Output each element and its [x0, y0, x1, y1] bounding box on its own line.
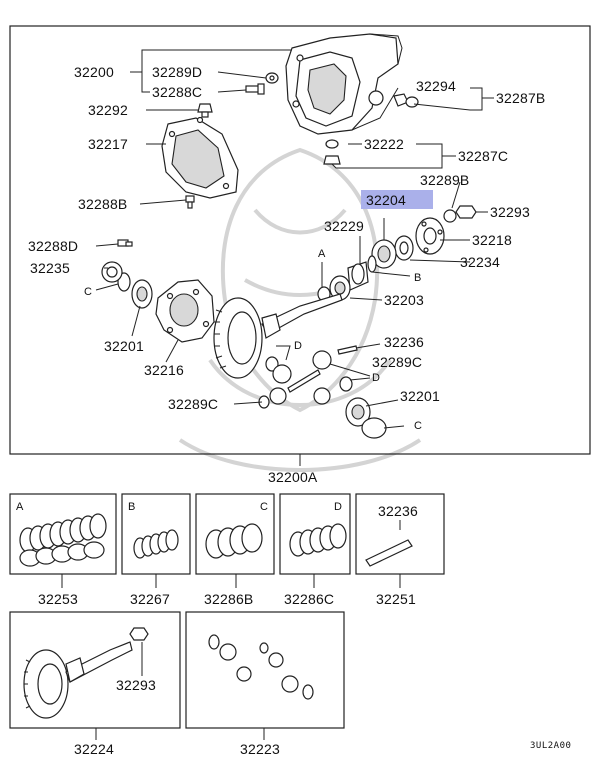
label-letter-C-left: C	[84, 286, 92, 298]
label-32216[interactable]: 32216	[144, 362, 184, 378]
label-32289B[interactable]: 32289B	[420, 172, 469, 188]
label-32294[interactable]: 32294	[416, 78, 456, 94]
label-letter-A: A	[318, 248, 326, 260]
set-ring-pinion-part-number[interactable]: 32224	[74, 741, 114, 757]
label-32289D[interactable]: 32289D	[152, 64, 202, 80]
kit-a-shims	[19, 513, 107, 567]
kit-box-b[interactable]: B	[121, 493, 191, 575]
kit-box-pin[interactable]: 32236	[355, 493, 445, 575]
label-32236[interactable]: 32236	[384, 334, 424, 350]
label-32293[interactable]: 32293	[490, 204, 530, 220]
label-32222[interactable]: 32222	[364, 136, 404, 152]
set-box-ring-pinion[interactable]: 32293	[9, 611, 181, 729]
label-32203[interactable]: 32203	[384, 292, 424, 308]
label-letter-D-lower: D	[372, 372, 380, 384]
assembly-label-32200A[interactable]: 32200A	[268, 469, 318, 485]
label-32288D[interactable]: 32288D	[28, 238, 78, 254]
kit-b-letter: B	[128, 501, 135, 513]
kit-a-letter: A	[16, 501, 24, 513]
label-32201-left[interactable]: 32201	[104, 338, 144, 354]
selected-part-highlight[interactable]	[361, 190, 433, 209]
fastener-group-upper	[117, 72, 419, 247]
label-32235[interactable]: 32235	[30, 260, 70, 276]
set-spider-gears-part-number[interactable]: 32223	[240, 741, 280, 757]
kit-pin-title: 32236	[378, 503, 418, 519]
label-32287B[interactable]: 32287B	[496, 90, 545, 106]
label-32287C[interactable]: 32287C	[458, 148, 508, 164]
set-nut-shape	[129, 627, 149, 641]
label-letter-B: B	[414, 272, 421, 284]
set-box-spider-gears[interactable]	[185, 611, 345, 729]
label-32218[interactable]: 32218	[472, 232, 512, 248]
kit-box-d[interactable]: D	[279, 493, 351, 575]
kit-d-letter: D	[334, 501, 342, 513]
label-32288B[interactable]: 32288B	[78, 196, 127, 212]
watermark-emblem	[178, 147, 422, 472]
label-32200[interactable]: 32200	[74, 64, 114, 80]
label-letter-D-upper: D	[294, 340, 302, 352]
label-32288C[interactable]: 32288C	[152, 84, 202, 100]
label-letter-C-right: C	[414, 420, 422, 432]
kit-boxes: A B	[9, 493, 445, 607]
label-32201-right[interactable]: 32201	[400, 388, 440, 404]
kit-c-shims	[205, 523, 263, 559]
set-ring-pinion-inner-label: 32293	[116, 677, 156, 693]
kit-pin-part-number[interactable]: 32251	[376, 591, 416, 607]
label-32292[interactable]: 32292	[88, 102, 128, 118]
kit-c-part-number[interactable]: 32286B	[204, 591, 253, 607]
pinion-flange-stack	[317, 205, 477, 302]
label-32289C-upper[interactable]: 32289C	[372, 354, 422, 370]
label-32234[interactable]: 32234	[460, 254, 500, 270]
diagram-code: 3UL2A00	[530, 741, 571, 751]
differential-carrier-housing	[285, 33, 403, 135]
label-32229[interactable]: 32229	[324, 218, 364, 234]
spider-gear-set	[258, 345, 387, 439]
differential-cover	[161, 116, 239, 199]
set-boxes: 32293 32224 32223	[9, 611, 345, 757]
kit-box-c[interactable]: C	[195, 493, 275, 575]
kit-a-part-number[interactable]: 32253	[38, 591, 78, 607]
kit-d-washers	[289, 523, 347, 557]
kit-pin-shape	[365, 539, 413, 567]
kit-d-part-number[interactable]: 32286C	[284, 591, 334, 607]
kit-c-letter: C	[260, 501, 268, 513]
kit-b-part-number[interactable]: 32267	[130, 591, 170, 607]
kit-box-a[interactable]: A	[9, 493, 117, 575]
differential-case	[101, 261, 215, 343]
leader-lines	[95, 49, 494, 466]
label-32289C-lower[interactable]: 32289C	[168, 396, 218, 412]
label-32204[interactable]: 32204	[366, 192, 406, 208]
ring-gear-and-pinion	[213, 293, 343, 379]
kit-b-spacers	[133, 529, 179, 559]
part-labels: 32200 32289D 32288C 32292 32294 32287B 3…	[28, 64, 545, 485]
label-32217[interactable]: 32217	[88, 136, 128, 152]
